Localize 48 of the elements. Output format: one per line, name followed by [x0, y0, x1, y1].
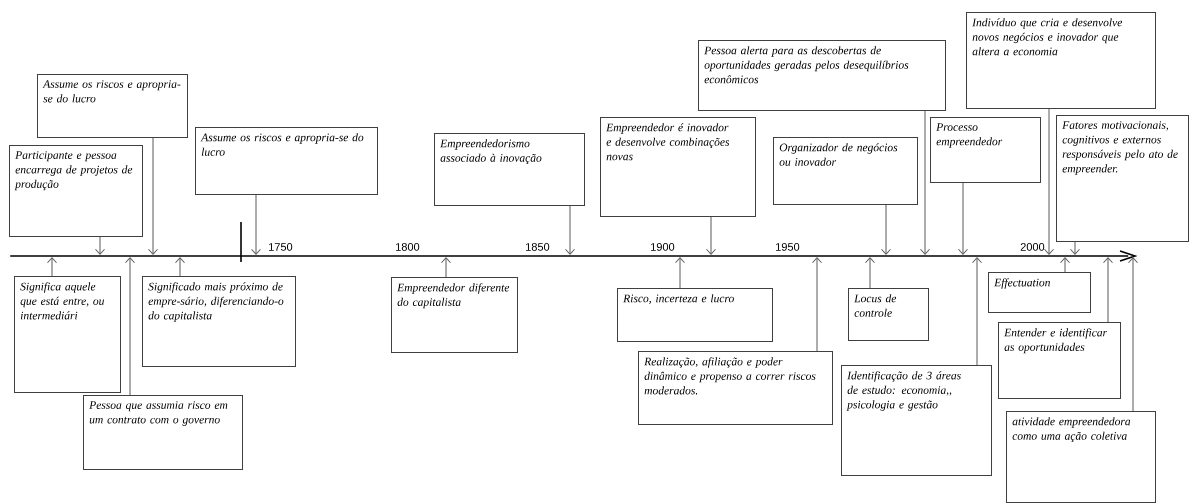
year-label: 2000 — [1020, 243, 1045, 251]
arrow — [125, 257, 135, 396]
arrow — [675, 257, 685, 289]
arrow — [706, 216, 716, 255]
arrow — [47, 257, 57, 277]
text-box: Assume os riscos e apropria-se do lucro — [37, 74, 188, 138]
text-box: Participante e pessoa encarrega de projetos de produção — [9, 145, 143, 237]
text-box: Fatores motivacionais, cognitivos e externos responsáveis pelo ato de empreender. — [1056, 115, 1189, 242]
text-box: Entender e identificar as oportunidades — [998, 322, 1121, 399]
arrow — [441, 257, 451, 278]
year-label: 1750 — [269, 243, 293, 251]
text-box: Pessoa que assumia risco em um contrato com o governo — [83, 395, 243, 470]
arrow — [175, 257, 185, 277]
arrow — [972, 257, 982, 366]
timeline-axis — [10, 250, 1138, 262]
arrow — [958, 182, 968, 255]
text-box: Pessoa alerta para as descobertas de oportunidades geradas pelos desequilíbrios econômicos — [698, 40, 946, 111]
text-box: Indivíduo que cria e desenvolve novos negócios e inovador que altera a economia — [966, 12, 1156, 109]
year-label: 1900 — [651, 243, 675, 251]
text-box: Effectuation — [988, 272, 1091, 313]
year-label: 1800 — [396, 243, 420, 251]
text-box: Processo empreendedor — [930, 117, 1041, 183]
text-box: Significa aquele que está entre, ou intermediári — [14, 276, 121, 393]
arrow — [251, 194, 261, 255]
arrow — [881, 204, 891, 255]
text-box: Identificação de 3 áreas de estudo: economia,, psicologia e gestão — [841, 365, 992, 476]
text-box: Assume os riscos e apropria-se do lucro — [195, 127, 378, 195]
arrow — [1044, 108, 1054, 255]
arrow — [1070, 241, 1080, 255]
arrow — [865, 257, 875, 289]
year-label: 1850 — [526, 243, 550, 251]
arrow — [565, 205, 575, 255]
arrow — [1103, 257, 1113, 323]
text-box: Significado mais próximo de empre-sário, diferenciando-o do capitalista — [142, 276, 296, 367]
arrow — [920, 110, 930, 255]
text-box: Locus de controle — [848, 288, 929, 341]
text-box: Empreendedor diferente do capitalista — [391, 277, 518, 353]
text-box: Empreendedorismo associado à inovação — [434, 133, 585, 206]
arrow — [148, 137, 158, 255]
text-box: Organizador de negócios ou inovador — [773, 137, 918, 205]
text-box: Realização, afiliação e poder dinâmico e propenso a correr riscos moderados. — [638, 351, 833, 425]
arrow — [95, 236, 105, 255]
text-box: Risco, incerteza e lucro — [617, 288, 773, 342]
arrow — [1060, 257, 1070, 273]
arrow — [1128, 257, 1138, 412]
text-box: atividade empreendedora como uma ação coletiva — [1006, 411, 1156, 503]
arrow — [812, 257, 822, 352]
text-box: Empreendedor é inovador e desenvolve combinações novas — [600, 117, 756, 217]
